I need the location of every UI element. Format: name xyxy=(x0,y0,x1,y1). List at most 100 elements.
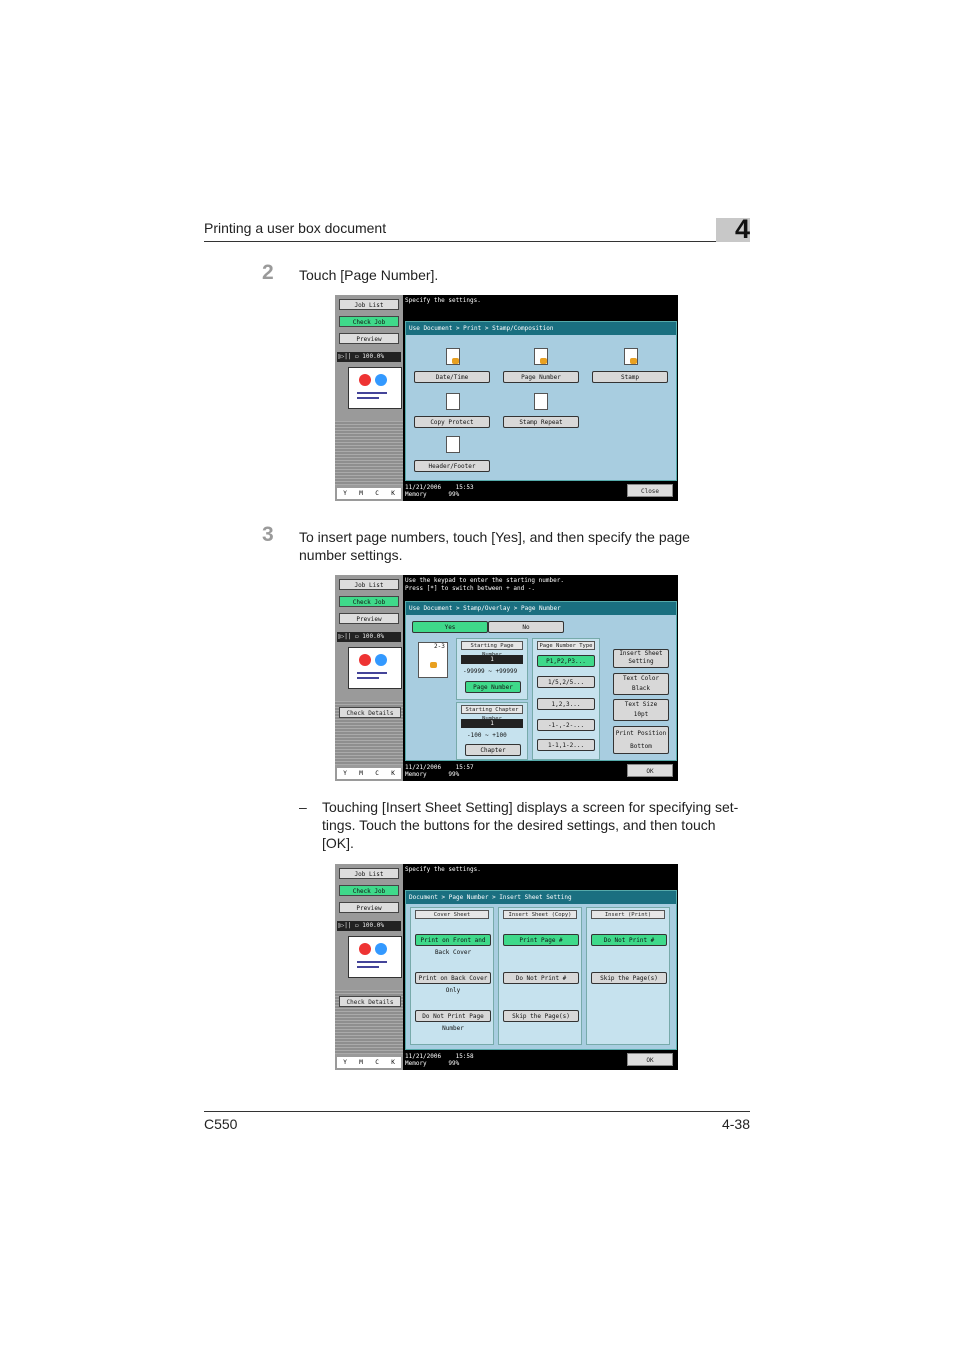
chapter-tab xyxy=(716,218,750,242)
breadcrumb: Document > Page Number > Insert Sheet Se… xyxy=(406,891,676,904)
type-fraction-button[interactable]: 1/5,2/5... xyxy=(537,676,595,688)
memory-label: Memory xyxy=(405,771,427,778)
bullet-dash: – xyxy=(299,799,307,815)
screen-page-number: Job List Check Job Preview ▯▷|| ▭ 100.0%… xyxy=(335,575,678,781)
header-footer-button[interactable]: Header/Footer xyxy=(414,460,490,472)
check-details-button[interactable]: Check Details xyxy=(339,707,401,718)
instruction-text: Specify the settings. xyxy=(405,297,481,304)
preview-button[interactable]: Preview xyxy=(339,333,399,344)
type-chapter-button[interactable]: 1-1,1-2... xyxy=(537,739,595,751)
type-dash-button[interactable]: -1-,-2-... xyxy=(537,719,595,731)
print-page-number-button[interactable]: Print Page # xyxy=(503,934,579,946)
date-readout: 11/21/2006 xyxy=(405,484,442,491)
starting-page-range: -99999 ~ +99999 xyxy=(463,668,518,675)
do-not-print-page-number-button[interactable]: Do Not Print Page Number xyxy=(415,1010,491,1032)
ok-button[interactable]: OK xyxy=(627,1053,673,1066)
page-number-button[interactable]: Page Number xyxy=(503,371,579,383)
time-readout: 15:53 xyxy=(455,484,474,491)
job-list-button[interactable]: Job List xyxy=(339,579,399,590)
step-text: Touch [Page Number]. xyxy=(299,267,439,283)
copy-protect-button[interactable]: Copy Protect xyxy=(414,416,490,428)
job-status: ▯▷|| ▭ 100.0% xyxy=(337,352,401,362)
time-readout: 15:58 xyxy=(455,1053,474,1060)
insert-sheet-copy-panel: Insert Sheet (Copy) Print Page # Do Not … xyxy=(498,907,582,1045)
skip-pages-button[interactable]: Skip the Page(s) xyxy=(591,972,667,984)
memory-value: 99% xyxy=(448,1060,460,1067)
starting-page-field[interactable]: 1 xyxy=(461,655,523,664)
page-number-button[interactable]: Page Number xyxy=(465,681,521,693)
cover-sheet-title: Cover Sheet xyxy=(415,910,489,919)
chapter-button[interactable]: Chapter xyxy=(465,744,521,756)
memory-label: Memory xyxy=(405,491,427,498)
text-color-value: Black xyxy=(631,685,651,692)
main-area: Document > Page Number > Insert Sheet Se… xyxy=(405,890,677,1050)
toner-indicator: Y M C K xyxy=(337,768,401,779)
date-time-button[interactable]: Date/Time xyxy=(414,371,490,383)
print-front-back-cover-button[interactable]: Print on Front and Back Cover xyxy=(415,934,491,956)
panel-texture xyxy=(335,421,403,485)
yes-button[interactable]: Yes xyxy=(412,621,488,633)
ok-button[interactable]: OK xyxy=(627,764,673,777)
toner-m: M xyxy=(359,1059,363,1066)
stamp-icon xyxy=(630,358,637,364)
type-numeric-button[interactable]: 1,2,3... xyxy=(537,698,595,710)
left-panel: Job List Check Job Preview ▯▷|| ▭ 100.0%… xyxy=(335,575,403,781)
text-size-label: Text Size xyxy=(624,701,658,708)
bullet-line3: [OK]. xyxy=(322,835,354,851)
job-list-button[interactable]: Job List xyxy=(339,868,399,879)
step-text-line1: To insert page numbers, touch [Yes], and… xyxy=(299,529,690,545)
no-button[interactable]: No xyxy=(488,621,564,633)
toner-c: C xyxy=(375,770,379,777)
left-panel: Job List Check Job Preview ▯▷|| ▭ 100.0%… xyxy=(335,864,403,1070)
breadcrumb: Use Document > Print > Stamp/Composition xyxy=(406,322,676,335)
toner-y: Y xyxy=(343,1059,347,1066)
toner-y: Y xyxy=(343,770,347,777)
instruction-line1: Use the keypad to enter the starting num… xyxy=(405,577,564,584)
toner-m: M xyxy=(359,490,363,497)
chapter-number: 4 xyxy=(734,214,750,244)
starting-chapter-field[interactable]: 1 xyxy=(461,719,523,728)
instruction-text: Specify the settings. xyxy=(405,866,481,873)
main-area: Use Document > Print > Stamp/Composition… xyxy=(405,321,677,481)
stamp-repeat-button[interactable]: Stamp Repeat xyxy=(503,416,579,428)
close-button[interactable]: Close xyxy=(627,484,673,497)
toner-indicator: Y M C K xyxy=(337,1057,401,1068)
preview-button[interactable]: Preview xyxy=(339,902,399,913)
cover-sheet-panel: Cover Sheet Print on Front and Back Cove… xyxy=(410,907,494,1045)
insert-sheet-copy-title: Insert Sheet (Copy) xyxy=(503,910,577,919)
job-list-button[interactable]: Job List xyxy=(339,299,399,310)
header-rule xyxy=(204,241,750,242)
toner-k: K xyxy=(391,770,395,777)
skip-pages-button[interactable]: Skip the Page(s) xyxy=(503,1010,579,1022)
page-number-type-title: Page Number Type xyxy=(537,641,595,650)
do-not-print-number-button[interactable]: Do Not Print # xyxy=(591,934,667,946)
type-p1-button[interactable]: P1,P2,P3... xyxy=(537,655,595,667)
insert-print-panel: Insert (Print) Do Not Print # Skip the P… xyxy=(586,907,670,1045)
time-readout: 15:57 xyxy=(455,764,474,771)
job-status: ▯▷|| ▭ 100.0% xyxy=(337,921,401,931)
insert-sheet-setting-button[interactable]: Insert Sheet Setting xyxy=(613,649,669,668)
check-details-button[interactable]: Check Details xyxy=(339,996,401,1007)
preview-thumbnail xyxy=(348,936,402,978)
do-not-print-number-button[interactable]: Do Not Print # xyxy=(503,972,579,984)
starting-chapter-range: -100 ~ +100 xyxy=(467,732,507,739)
text-color-button[interactable]: Text Color Black xyxy=(613,673,669,695)
print-position-value: Bottom xyxy=(630,743,652,750)
check-job-button[interactable]: Check Job xyxy=(339,316,399,327)
toner-c: C xyxy=(375,1059,379,1066)
check-job-button[interactable]: Check Job xyxy=(339,885,399,896)
print-back-cover-only-button[interactable]: Print on Back Cover Only xyxy=(415,972,491,994)
check-job-button[interactable]: Check Job xyxy=(339,596,399,607)
starting-chapter-panel: Starting Chapter Number 1 -100 ~ +100 Ch… xyxy=(456,702,528,760)
preview-button[interactable]: Preview xyxy=(339,613,399,624)
text-color-label: Text Color xyxy=(622,675,660,682)
screen-insert-sheet: Job List Check Job Preview ▯▷|| ▭ 100.0%… xyxy=(335,864,678,1070)
print-position-button[interactable]: Print Position Bottom xyxy=(613,726,669,754)
stamp-button[interactable]: Stamp xyxy=(592,371,668,383)
date-readout: 11/21/2006 xyxy=(405,764,442,771)
toner-k: K xyxy=(391,490,395,497)
text-size-button[interactable]: Text Size 10pt xyxy=(613,699,669,721)
insert-print-title: Insert (Print) xyxy=(591,910,665,919)
status-bar: 11/21/2006 15:57 Memory 99% xyxy=(405,764,605,778)
starting-page-panel: Starting Page Number 1 -99999 ~ +99999 P… xyxy=(456,638,528,700)
